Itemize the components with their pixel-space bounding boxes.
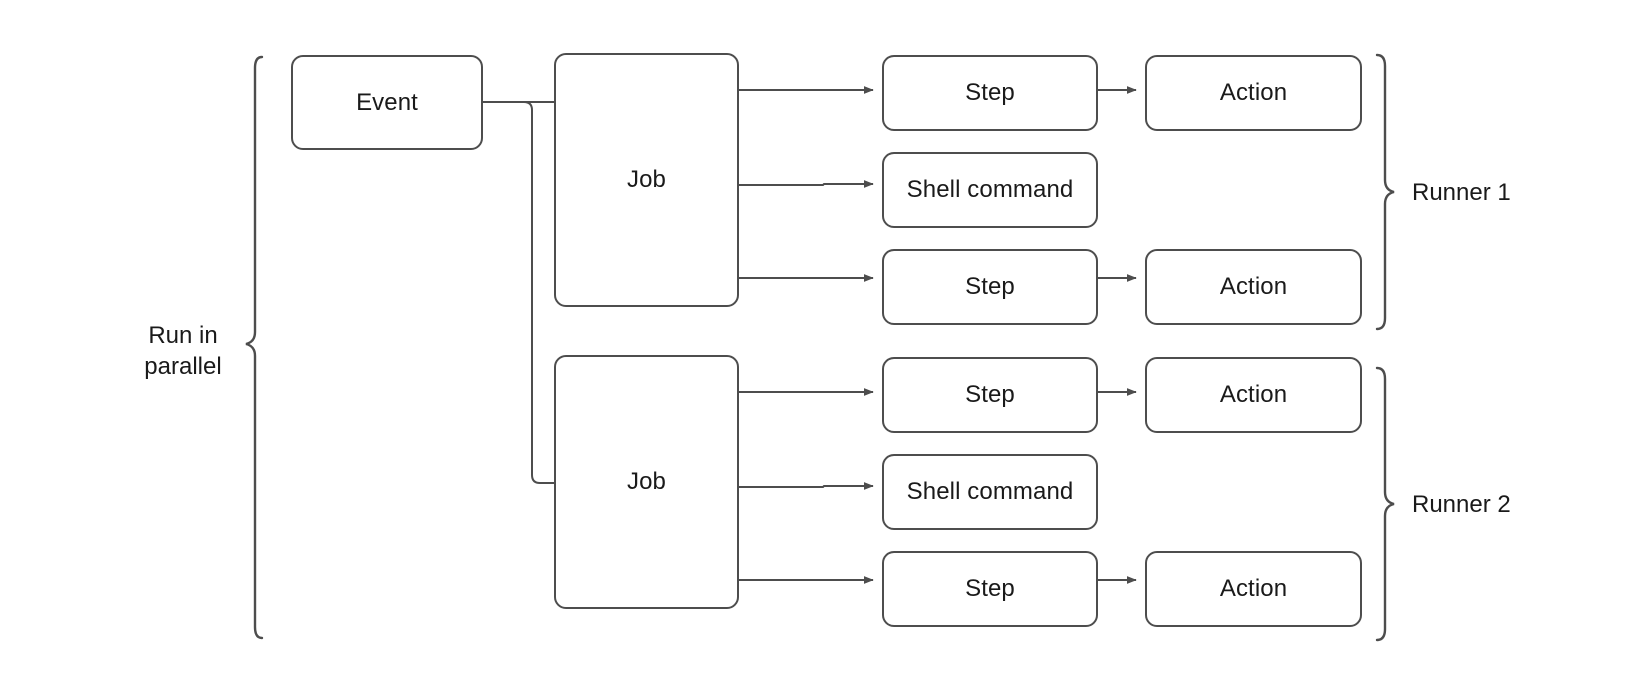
connector-job-2-to-runner2-shell-command	[739, 482, 874, 490]
node-runner1-step-2-label: Step	[965, 273, 1015, 300]
node-event[interactable]: Event	[291, 55, 483, 150]
node-runner2-action-1[interactable]: Action	[1145, 357, 1362, 433]
node-runner2-shell-command-label: Shell command	[906, 478, 1074, 505]
run-in-parallel-label: Run in parallel	[144, 322, 222, 381]
node-runner1-step-1-label: Step	[965, 79, 1015, 106]
node-runner2-action-1-label: Action	[1219, 381, 1288, 408]
node-runner1-shell-command[interactable]: Shell command	[882, 152, 1098, 228]
runner-1-label: Runner 1	[1412, 179, 1511, 206]
node-runner2-step-2-label: Step	[965, 575, 1015, 602]
node-runner2-step-1-label: Step	[965, 381, 1015, 408]
node-job-1[interactable]: Job	[554, 53, 739, 307]
node-runner2-step-2[interactable]: Step	[882, 551, 1098, 627]
node-runner2-shell-command[interactable]: Shell command	[882, 454, 1098, 530]
node-event-label: Event	[356, 88, 418, 116]
node-runner1-shell-command-label: Shell command	[906, 176, 1074, 203]
run-in-parallel-brace	[245, 55, 264, 640]
node-runner1-step-1[interactable]: Step	[882, 55, 1098, 131]
node-runner2-action-2[interactable]: Action	[1145, 551, 1362, 627]
node-runner2-step-1[interactable]: Step	[882, 357, 1098, 433]
node-runner1-action-2-label: Action	[1219, 273, 1288, 300]
node-runner2-action-2-label: Action	[1219, 575, 1288, 602]
connector-event-to-job-2	[483, 101, 567, 487]
node-job-2[interactable]: Job	[554, 355, 739, 609]
node-runner1-step-2[interactable]: Step	[882, 249, 1098, 325]
connector-job-1-to-runner1-shell-command	[739, 180, 874, 188]
node-runner1-action-1[interactable]: Action	[1145, 55, 1362, 131]
node-job-1-label: Job	[627, 166, 666, 193]
node-runner1-action-2[interactable]: Action	[1145, 249, 1362, 325]
node-job-2-label: Job	[627, 468, 666, 495]
runner-1-brace	[1375, 53, 1395, 331]
runner-2-brace	[1375, 366, 1395, 642]
node-runner1-action-1-label: Action	[1219, 79, 1288, 106]
runner-2-label: Runner 2	[1412, 491, 1511, 518]
